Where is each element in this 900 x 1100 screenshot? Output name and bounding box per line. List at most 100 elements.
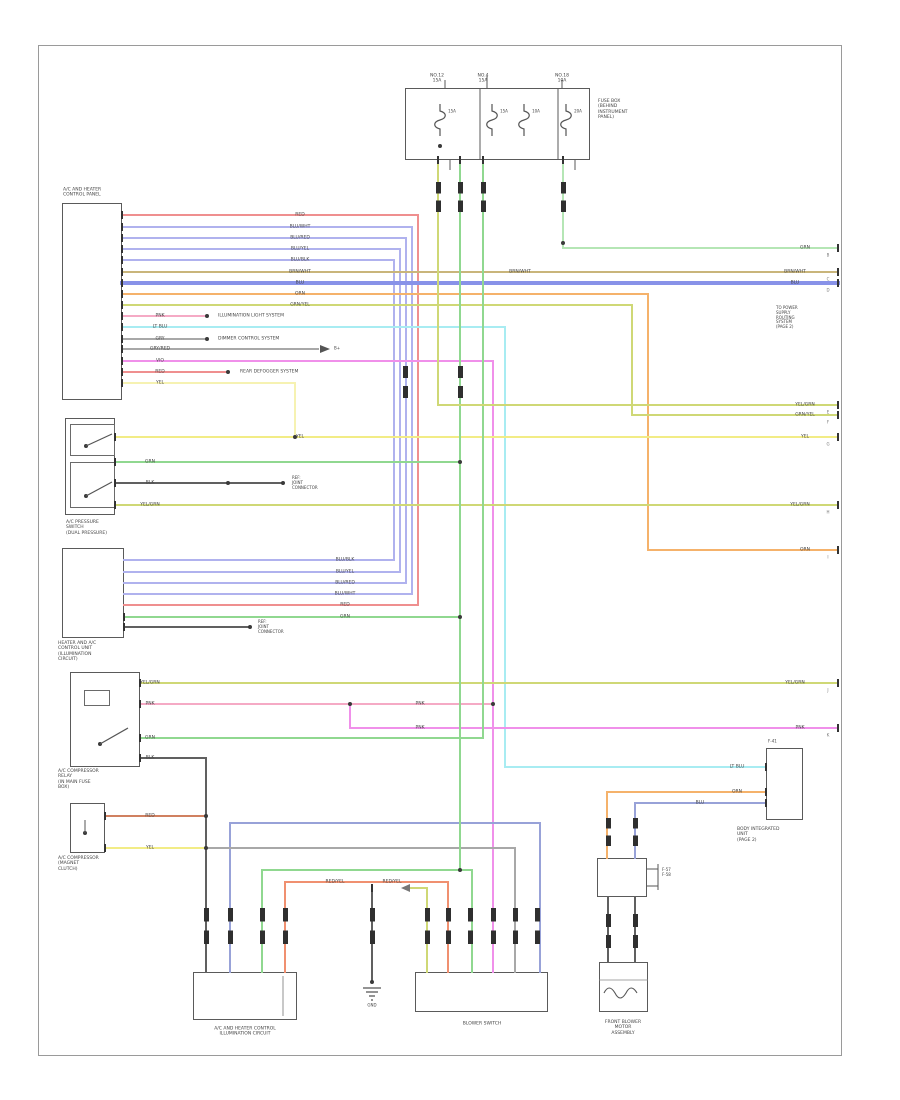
inline-connector xyxy=(445,908,451,944)
wire-grn-relay-feed xyxy=(138,736,485,740)
wire-blu-yel xyxy=(122,570,402,574)
wire-yel-clutch-pin-tick xyxy=(104,844,106,852)
wire-yel-grn-relay-pin-tick xyxy=(837,679,839,687)
wire-lt-blu-pin-tick xyxy=(121,323,123,331)
diagram-label: BODY INTEGRATED UNIT (PAGE 2) xyxy=(737,826,780,843)
wire-red-defogger-pin-tick xyxy=(121,368,123,376)
wire-grn-relay-feed-pin-tick xyxy=(139,734,141,742)
wire-grn-fuse-right-pin-tick xyxy=(837,244,839,252)
junction-dot xyxy=(204,336,210,342)
inline-connector xyxy=(480,182,486,212)
wire-blu-motor-pin-tick xyxy=(765,799,767,807)
junction-dot xyxy=(204,313,210,319)
diagram-label: YEL xyxy=(145,845,155,851)
illumination-connector xyxy=(193,972,297,1020)
ac-control-panel-connector xyxy=(62,203,122,400)
wire-blu-blk xyxy=(392,258,396,562)
wire-blu-blk xyxy=(122,558,396,562)
diagram-label: ORN xyxy=(294,291,306,297)
diagram-label: BLK xyxy=(145,480,155,486)
diagram-label: PNK xyxy=(145,701,155,707)
diagram-label: BLU/BLK xyxy=(290,257,310,263)
wire-grn-fuse-right-pin-tick xyxy=(562,156,564,164)
diagram-label: 15A xyxy=(500,108,508,114)
diagram-label: TO POWER SUPPLY ROUTING SYSTEM (PAGE 2) xyxy=(776,305,798,330)
wire-pnk-branch xyxy=(348,702,352,730)
wire-orn-pin-tick xyxy=(837,546,839,554)
diagram-label: BLU/WHT xyxy=(289,224,311,230)
diagram-label: BLU/YEL xyxy=(335,569,355,575)
diagram-label: RED xyxy=(295,212,305,218)
wire-grn-yel xyxy=(630,413,840,417)
inline-connector xyxy=(632,818,638,846)
wire-brn-wht-pin-tick xyxy=(121,268,123,276)
inline-connector xyxy=(457,366,463,398)
diagram-label: E xyxy=(826,409,830,415)
relay-coil xyxy=(84,690,110,706)
wire-grn-relay-feed-pin-tick xyxy=(482,156,484,164)
wire-blu-yel xyxy=(120,247,402,251)
wire-orn xyxy=(646,292,650,552)
junction-dot xyxy=(225,369,231,375)
diagram-label: GRN xyxy=(340,614,350,620)
wire-blk-relay-pin-tick xyxy=(139,754,141,762)
diagram-label: BLK xyxy=(145,755,155,761)
wire-orn-motor-pin-tick xyxy=(765,788,767,796)
diagram-label: 10A xyxy=(532,108,540,114)
wire-yel xyxy=(113,435,840,439)
wire-blu-blk-pin-tick xyxy=(121,256,123,264)
wire-grn-yel xyxy=(120,303,634,307)
diagram-label: RED xyxy=(340,602,350,608)
diagram-label: BLU/RED xyxy=(290,235,310,241)
diagram-label: A/C COMPRESSOR RELAY (IN MAIN FUSE BOX) xyxy=(58,769,99,791)
wire-grn-main-vertical-pin-tick xyxy=(459,156,461,164)
diagram-label: F xyxy=(826,419,830,425)
wire-orn xyxy=(120,292,650,296)
wire-red xyxy=(122,603,420,607)
diagram-label: 15A xyxy=(448,108,456,114)
wire-yel-jumper-pin-tick xyxy=(121,379,123,387)
junction-dot xyxy=(225,480,231,486)
wire-yel-grn-fuse-pin-tick xyxy=(437,156,439,164)
wire-blu xyxy=(120,281,840,285)
wire-blk-switch xyxy=(114,482,284,484)
junction-dot xyxy=(369,979,375,985)
diagram-label: BRN/WHT xyxy=(289,269,311,275)
wire-blu-wht xyxy=(120,225,414,229)
wire-gry-dimmer-pin-tick xyxy=(121,335,123,343)
diagram-label: GRY/RED xyxy=(149,346,171,352)
wire-grn-relay-feed xyxy=(481,158,485,740)
diagram-label: PNK xyxy=(795,725,805,731)
wire-grn-fuse-right xyxy=(561,246,840,250)
wire-blu-illum xyxy=(538,821,542,974)
wire-gry-illum xyxy=(204,846,517,850)
inline-connector xyxy=(534,908,540,944)
inline-connector xyxy=(227,908,233,944)
wire-orn-pin-tick xyxy=(121,290,123,298)
junction-dot xyxy=(280,480,286,486)
wire-red-brn-clutch-pin-tick xyxy=(104,812,106,820)
inline-connector xyxy=(512,908,518,944)
diagram-label: B+ xyxy=(334,345,341,351)
diagram-label: BRN/WHT xyxy=(509,269,531,275)
wire-blu-wht xyxy=(122,592,414,596)
blower-resistor-connector xyxy=(597,858,647,897)
diagram-label: BLU/RED xyxy=(335,580,355,586)
wire-blu-pin-tick xyxy=(837,279,839,287)
wire-blu-yel-pin-tick xyxy=(121,245,123,253)
diagram-label: GRN xyxy=(145,735,155,741)
diagram-label: A/C COMPRESSOR (MAGNET CLUTCH) xyxy=(58,855,99,872)
diagram-label: GRN xyxy=(800,245,810,251)
wire-pnk-illum-pin-tick xyxy=(121,312,123,320)
wire-blk-switch-pin-tick xyxy=(114,479,116,487)
junction-dot xyxy=(457,867,463,873)
diagram-label: NO.18 10A xyxy=(555,73,569,84)
wire-red-yel-bottom xyxy=(283,880,450,884)
diagram-label: PNK xyxy=(155,313,165,319)
heater-control-unit xyxy=(62,548,124,638)
wire-blu-pin-tick xyxy=(121,279,123,287)
diagram-label: G xyxy=(826,441,830,447)
wire-brn-wht xyxy=(120,270,840,274)
diagram-label: YEL xyxy=(295,434,305,440)
wire-yel-pin-tick xyxy=(837,433,839,441)
